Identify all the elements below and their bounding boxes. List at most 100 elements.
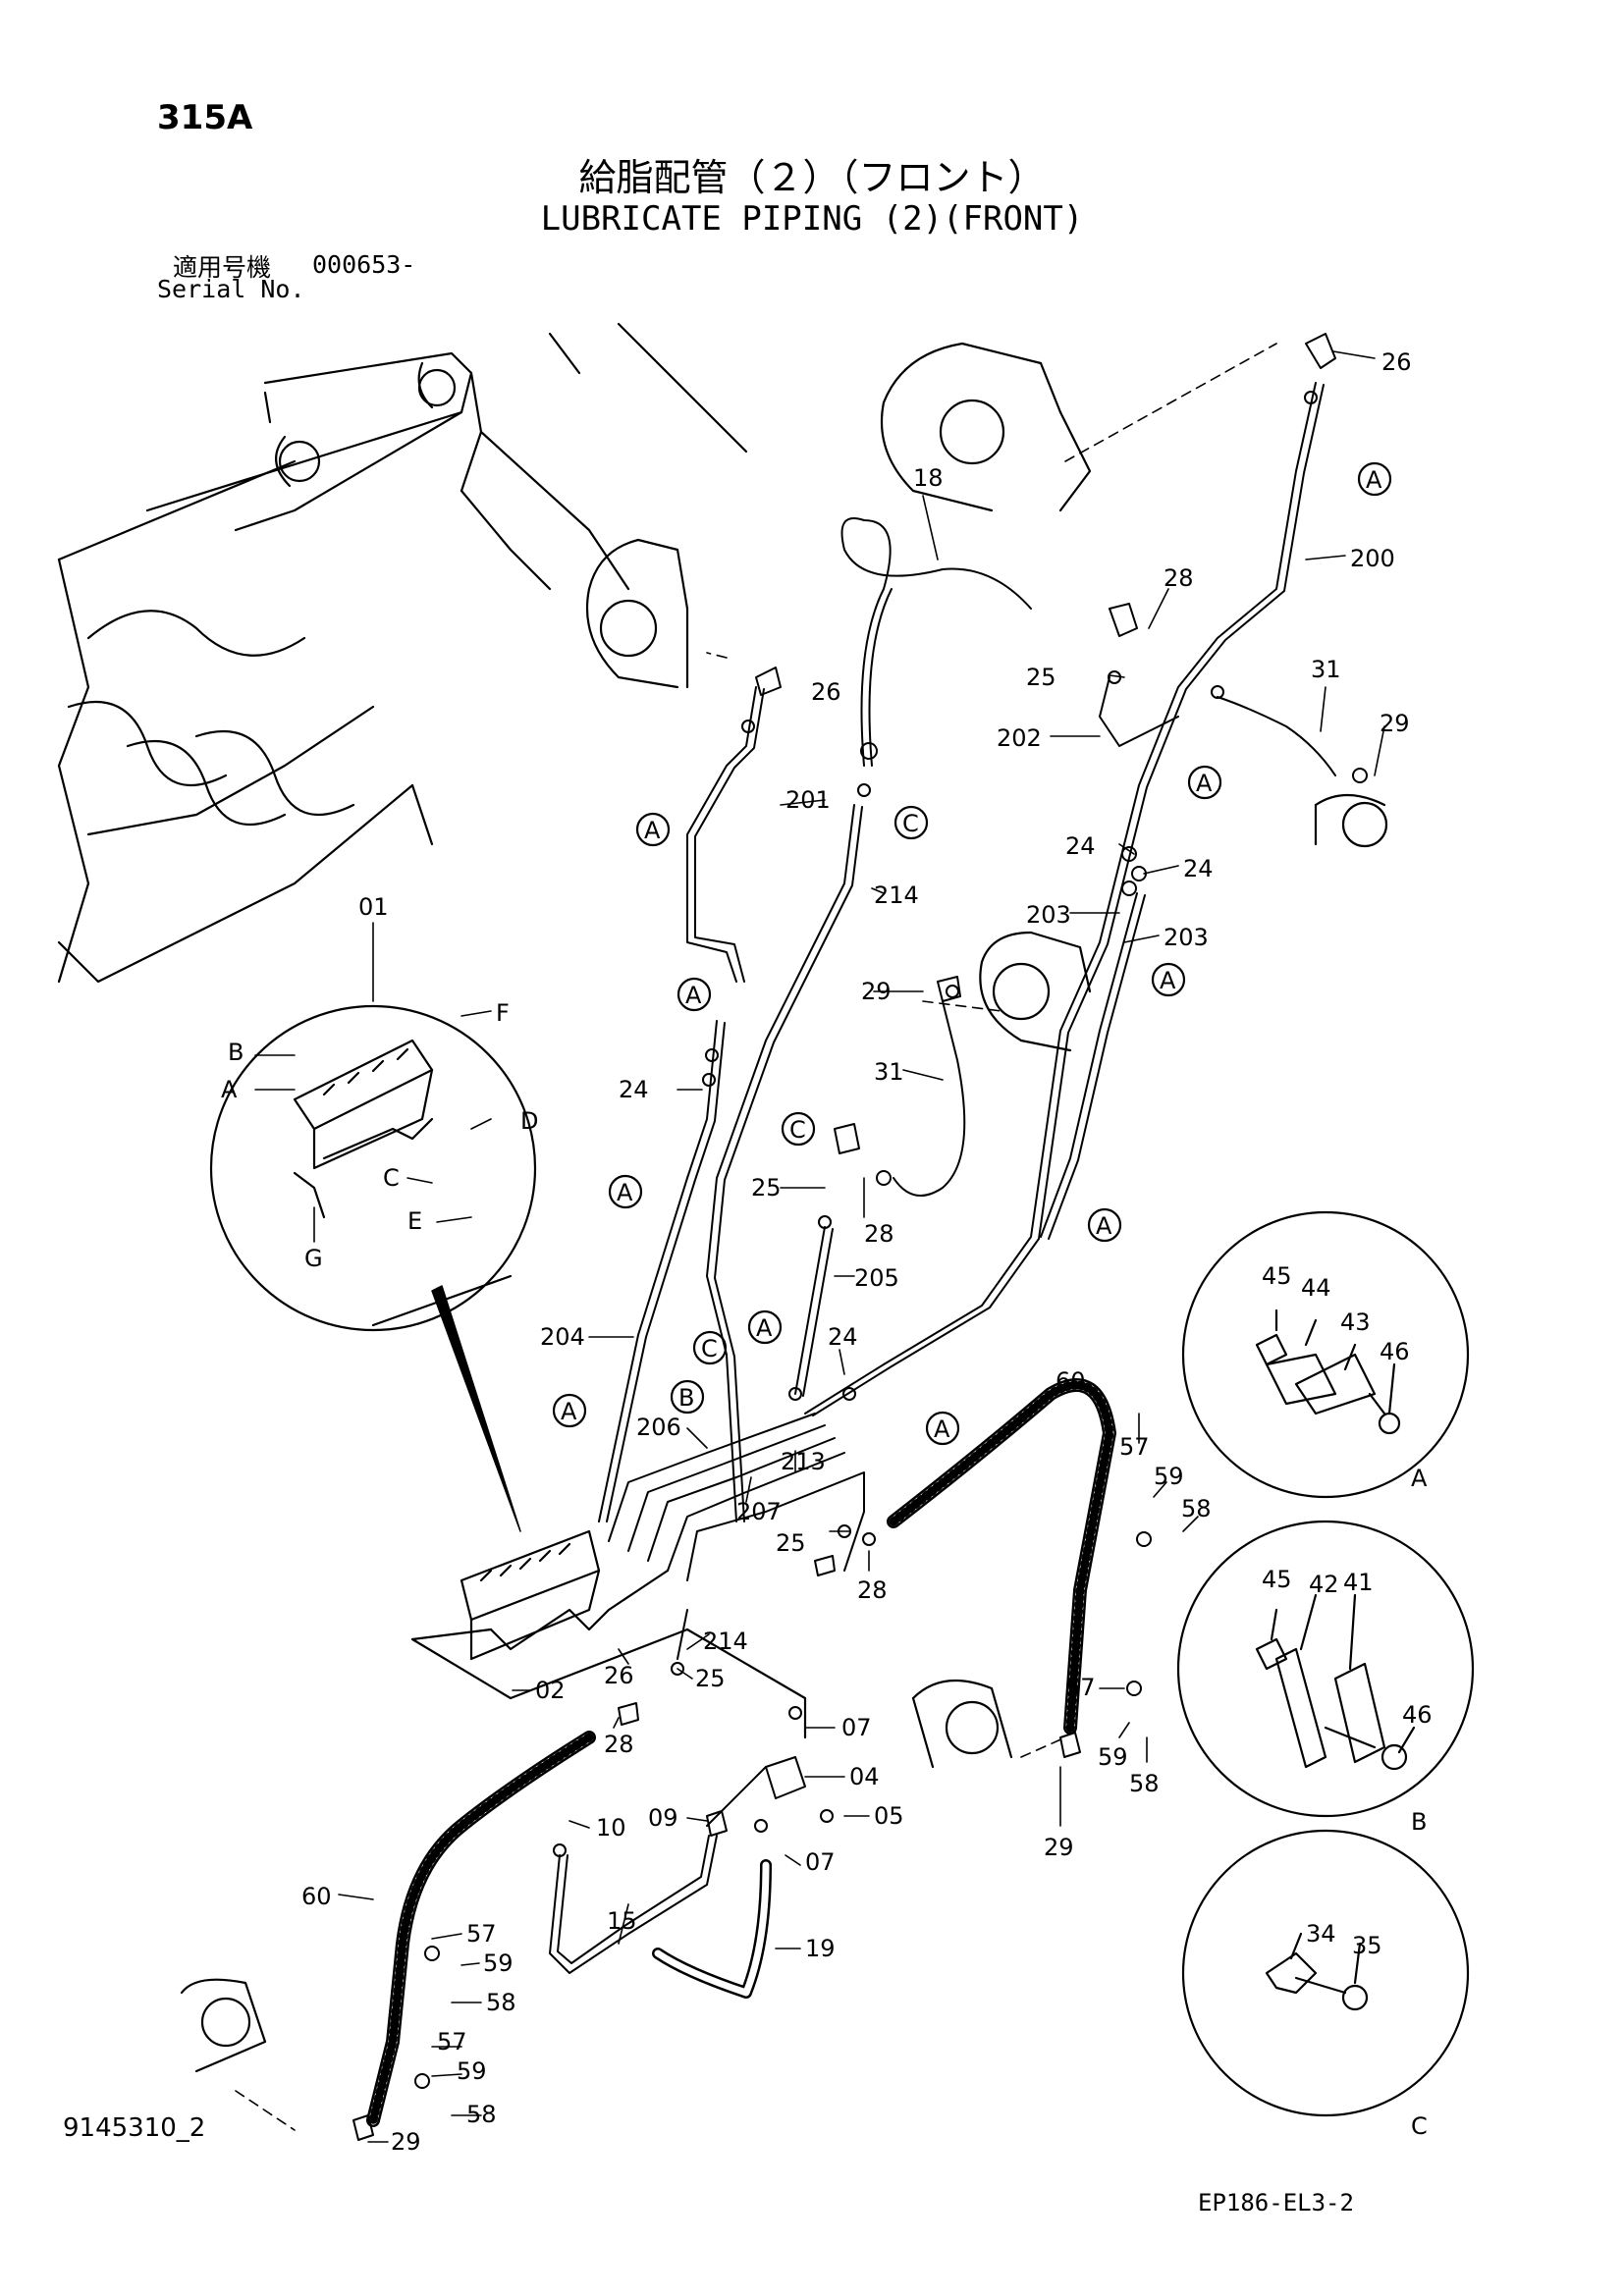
part-label: 60 (1056, 1367, 1086, 1395)
part-label: 58 (1129, 1770, 1160, 1797)
svg-text:A: A (756, 1314, 773, 1342)
part-label: 203 (1164, 924, 1209, 951)
part-label: 59 (1154, 1463, 1184, 1490)
part-label: D (520, 1107, 538, 1135)
manifold-block (410, 1529, 807, 1739)
part-label: 18 (913, 464, 944, 492)
circled-ref: A (1151, 962, 1186, 997)
part-label: 213 (781, 1448, 826, 1475)
part-label: 60 (301, 1883, 332, 1910)
part-label: 01 (358, 893, 389, 921)
part-label: 29 (1380, 710, 1410, 737)
title-japanese: 給脂配管（２）（フロント） (578, 156, 1046, 199)
part-label: 07 (841, 1714, 872, 1741)
manifold-detail-circle (209, 1004, 537, 1332)
circled-ref: A (1187, 765, 1222, 800)
part-label: 57 (1065, 1674, 1096, 1701)
part-label: 58 (486, 1989, 516, 2016)
part-label: 206 (636, 1414, 681, 1441)
svg-text:A: A (934, 1415, 950, 1443)
circled-ref: B (670, 1379, 705, 1415)
svg-text:A: A (644, 817, 661, 844)
part-label: 24 (1183, 855, 1214, 882)
circled-ref: A (552, 1393, 587, 1428)
part-label: 46 (1380, 1338, 1410, 1365)
title-english: LUBRICATE PIPING (2)(FRONT) (540, 199, 1084, 239)
svg-text:A: A (685, 982, 702, 1009)
circled-ref: A (608, 1174, 643, 1209)
detail-pointer (431, 1285, 521, 1532)
fittings (352, 333, 1368, 2141)
svg-text:A: A (1196, 770, 1213, 797)
part-label: 31 (1311, 656, 1341, 683)
part-label: 26 (811, 678, 841, 706)
part-label: 202 (997, 724, 1042, 752)
svg-text:B: B (678, 1384, 694, 1412)
part-label: 58 (466, 2101, 497, 2128)
part-label: 29 (1044, 1834, 1074, 1861)
part-label: 04 (849, 1763, 880, 1790)
part-label: 15 (607, 1907, 637, 1935)
circled-ref: A (635, 812, 671, 847)
part-label: 214 (874, 881, 919, 909)
circled-ref: A (747, 1309, 783, 1345)
part-label: 24 (1065, 832, 1096, 860)
part-label: 200 (1350, 545, 1395, 572)
svg-text:A: A (1160, 967, 1176, 994)
part-label: 26 (1381, 348, 1412, 376)
part-label: 28 (857, 1576, 888, 1604)
part-label: 25 (751, 1174, 782, 1201)
svg-text:C: C (902, 810, 919, 837)
part-label: 204 (540, 1323, 585, 1351)
part-label: 203 (1026, 901, 1071, 929)
circled-ref: A (677, 977, 712, 1012)
part-label: B (228, 1039, 244, 1066)
part-label: 57 (466, 1920, 497, 1948)
part-label: 10 (596, 1814, 626, 1842)
part-label: 205 (854, 1264, 899, 1292)
circled-references: A A A A A A A A A A A B C C C (552, 461, 1392, 1446)
part-label: 35 (1352, 1932, 1382, 1959)
svg-text:A: A (1096, 1212, 1112, 1240)
part-label: 28 (604, 1731, 634, 1758)
part-label: 43 (1340, 1308, 1371, 1336)
part-label: 02 (535, 1677, 566, 1704)
part-label: 19 (805, 1935, 836, 1962)
part-label: 57 (1119, 1433, 1150, 1461)
part-label: 44 (1301, 1274, 1331, 1302)
part-label: 59 (457, 2057, 487, 2085)
part-labels: 26 26 18 200 28 31 25 202 29 201 214 24 … (221, 348, 1433, 2156)
circled-ref: C (893, 805, 929, 840)
detail-callout-letters: A B C (1411, 1465, 1428, 2140)
part-label: C (383, 1164, 400, 1192)
part-label: 29 (861, 978, 892, 1005)
part-label: 45 (1262, 1262, 1292, 1290)
part-label: 41 (1343, 1569, 1374, 1596)
svg-text:A: A (1366, 466, 1382, 494)
svg-text:C: C (789, 1116, 806, 1144)
detail-circle-c (1181, 1829, 1470, 2117)
part-label: 214 (703, 1628, 748, 1655)
flex-hoses (366, 1378, 1116, 2127)
detail-letter-a: A (1411, 1465, 1428, 1492)
serial-label-japanese: 適用号機 (173, 253, 272, 282)
part-label: A (221, 1076, 238, 1103)
circled-ref: A (925, 1411, 960, 1446)
part-label: 28 (864, 1220, 894, 1248)
dashed-leaders (235, 343, 1277, 2131)
serial-range: 000653- (312, 250, 416, 279)
part-label: 46 (1402, 1701, 1433, 1729)
page-number: 315A (157, 98, 253, 137)
part-label: 31 (874, 1058, 904, 1086)
part-label: 24 (828, 1323, 858, 1351)
part-label: 45 (1262, 1566, 1292, 1593)
part-label: 24 (619, 1076, 649, 1103)
part-label: 28 (1164, 564, 1194, 592)
detail-circle-a (1181, 1210, 1470, 1499)
drawing-number: EP186-EL3-2 (1198, 2189, 1354, 2216)
svg-text:A: A (561, 1398, 577, 1425)
pipes (549, 382, 1336, 1974)
part-label: 34 (1306, 1920, 1336, 1948)
part-label: 59 (483, 1949, 514, 1977)
